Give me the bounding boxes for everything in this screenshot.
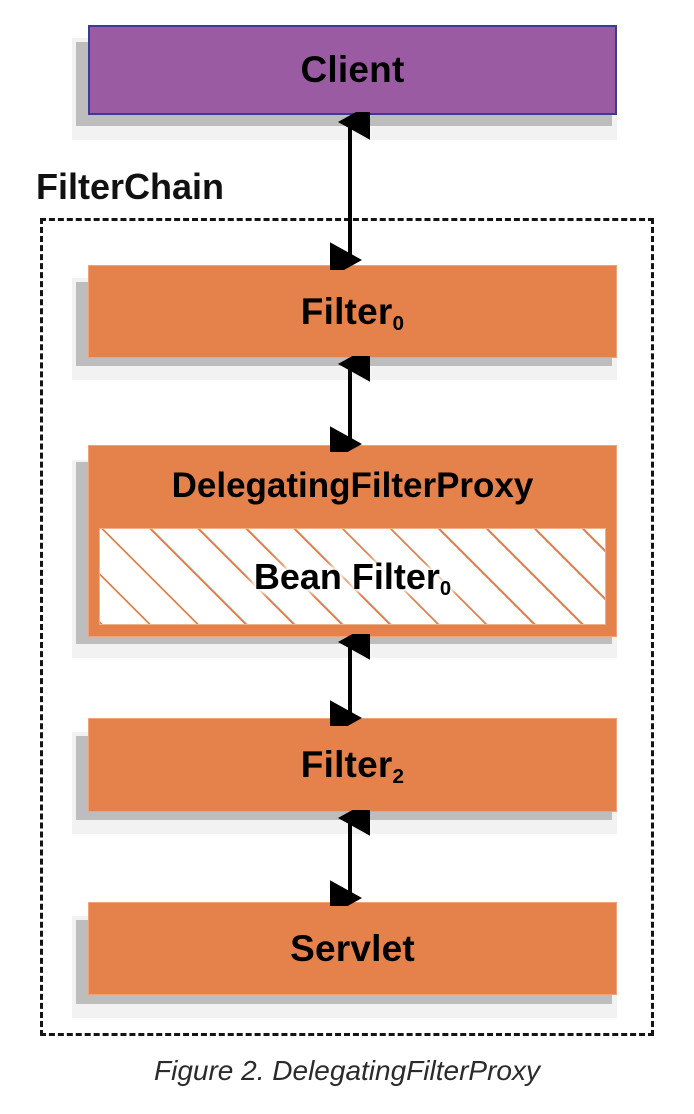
- node-bean-filter[interactable]: Bean Filter0: [99, 528, 606, 625]
- node-delegating-filter-proxy[interactable]: DelegatingFilterProxy Bean Filter0: [88, 445, 617, 637]
- node-filter0-subscript: 0: [392, 311, 405, 335]
- node-filter2-label: Filter2: [300, 744, 405, 789]
- node-filter2[interactable]: Filter2: [88, 718, 617, 812]
- connector-proxy-filter2: [330, 634, 370, 726]
- node-bean-filter-text: Bean Filter: [253, 555, 440, 597]
- node-servlet-label: Servlet: [290, 927, 415, 969]
- node-filter0[interactable]: Filter0: [88, 265, 617, 358]
- node-bean-filter-label: Bean Filter0: [253, 555, 452, 600]
- connector-client-filter0: [330, 112, 370, 270]
- node-filter0-label: Filter0: [300, 290, 405, 335]
- node-servlet[interactable]: Servlet: [88, 902, 617, 995]
- node-filter2-text: Filter: [300, 744, 393, 785]
- node-client-label: Client: [300, 49, 405, 90]
- node-filter2-subscript: 2: [392, 765, 405, 789]
- bean-filter-hatch-pattern: [100, 529, 605, 624]
- figure-caption: Figure 2. DelegatingFilterProxy: [154, 1055, 540, 1086]
- connector-filter2-servlet: [330, 810, 370, 906]
- filterchain-group-label: FilterChain: [36, 166, 225, 207]
- node-bean-filter-subscript: 0: [439, 577, 452, 600]
- connector-filter0-proxy: [330, 356, 370, 452]
- node-filter0-text: Filter: [300, 290, 393, 332]
- node-client[interactable]: Client: [88, 25, 617, 115]
- node-proxy-title: DelegatingFilterProxy: [171, 466, 534, 505]
